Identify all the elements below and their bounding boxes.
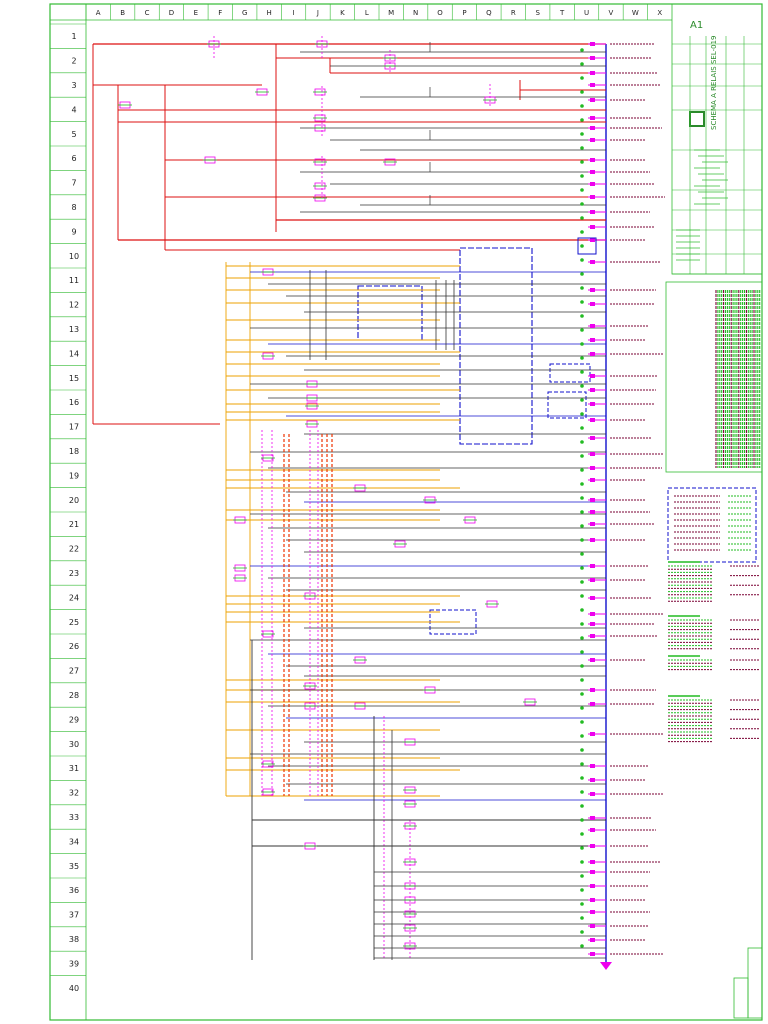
legend-box — [667, 487, 757, 563]
row-label: 15 — [69, 374, 79, 383]
row-label: 29 — [69, 715, 79, 724]
row-label: 25 — [69, 618, 79, 627]
row-label: 28 — [69, 691, 79, 700]
row-label: 20 — [69, 496, 79, 505]
column-label: I — [293, 9, 295, 17]
row-label: 5 — [71, 130, 76, 139]
row-label: 8 — [71, 203, 76, 212]
row-label: 34 — [69, 837, 79, 846]
row-label: 19 — [69, 471, 79, 480]
row-label: 21 — [69, 520, 79, 529]
column-label: E — [194, 9, 198, 17]
row-label: 4 — [71, 105, 76, 114]
plc-module — [459, 247, 533, 445]
column-label: J — [316, 9, 319, 17]
row-label: 38 — [69, 935, 79, 944]
column-label: V — [609, 9, 614, 17]
row-label: 9 — [71, 227, 76, 236]
column-label: H — [266, 9, 271, 17]
row-label: 7 — [71, 179, 76, 188]
row-label: 12 — [69, 301, 79, 310]
row-label: 24 — [69, 593, 79, 602]
column-label: N — [413, 9, 418, 17]
column-label: D — [169, 9, 174, 17]
column-label: U — [584, 9, 589, 17]
title-block: A1 SCHEMA A RELAIS SEL-019 — [671, 3, 763, 275]
row-label: 32 — [69, 789, 79, 798]
column-label: M — [388, 9, 394, 17]
row-label: 13 — [69, 325, 79, 334]
row-label: 39 — [69, 959, 79, 968]
row-label: 18 — [69, 447, 79, 456]
row-label: 23 — [69, 569, 79, 578]
row-label: 31 — [69, 764, 79, 773]
row-label: 3 — [71, 81, 76, 90]
column-label: X — [657, 9, 662, 17]
column-label: K — [340, 9, 345, 17]
sheet-border — [49, 3, 763, 1021]
column-ruler: A B C D E F G H I J K L M N O P Q R S T U V W X — [50, 4, 672, 1020]
row-label: 40 — [69, 984, 79, 993]
wiring-diagram — [92, 36, 665, 970]
cable-list — [668, 561, 760, 743]
column-label: S — [535, 9, 540, 17]
row-label: 10 — [69, 252, 79, 261]
column-label: W — [632, 9, 639, 17]
company-logo — [689, 111, 705, 127]
row-label: 35 — [69, 862, 79, 871]
row-label: 36 — [69, 886, 79, 895]
column-label: R — [511, 9, 516, 17]
row-label: 22 — [69, 545, 79, 554]
column-label: B — [120, 9, 125, 17]
row-label: 37 — [69, 911, 79, 920]
row-label: 2 — [71, 57, 76, 66]
row-label: 11 — [69, 276, 79, 285]
row-label: 26 — [69, 642, 79, 651]
row-label: 33 — [69, 813, 79, 822]
column-label: P — [462, 9, 466, 17]
row-ruler: 1234567891011121314151617181920212223242… — [50, 23, 86, 993]
row-label: 30 — [69, 740, 79, 749]
column-label: O — [437, 9, 443, 17]
column-label: C — [145, 9, 150, 17]
row-label: 17 — [69, 423, 79, 432]
column-label: F — [218, 9, 222, 17]
sheet-format: A1 — [690, 20, 703, 31]
column-label: A — [96, 9, 101, 17]
row-label: 16 — [69, 398, 79, 407]
interface-module — [357, 285, 423, 341]
notes-block — [665, 281, 763, 473]
column-label: L — [365, 9, 369, 17]
row-label: 27 — [69, 667, 79, 676]
row-label: 14 — [69, 349, 79, 358]
row-label: 6 — [71, 154, 76, 163]
column-label: G — [242, 9, 247, 17]
revision-stamp — [733, 947, 763, 1019]
row-label: 1 — [71, 32, 76, 41]
column-label: Q — [486, 9, 492, 17]
sheet-title: SCHEMA A RELAIS SEL-019 — [710, 36, 718, 130]
column-label: T — [559, 9, 565, 17]
